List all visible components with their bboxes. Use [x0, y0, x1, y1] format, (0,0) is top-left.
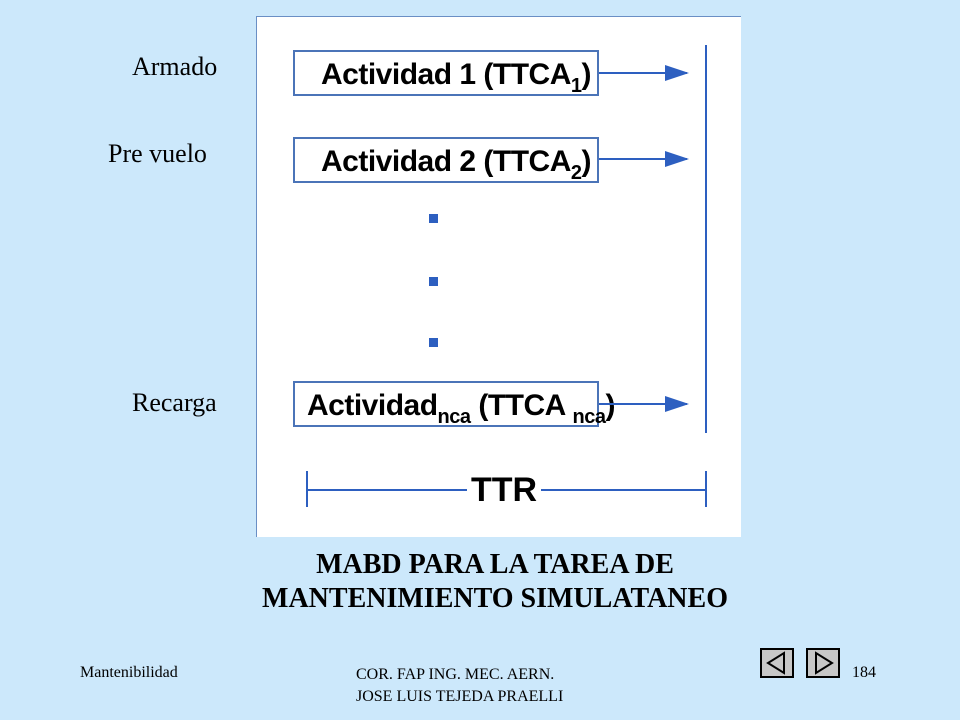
footer-author: COR. FAP ING. MEC. AERN. JOSE LUIS TEJED…: [356, 664, 563, 708]
page-number: 184: [852, 664, 876, 681]
activity-2-close: ): [581, 145, 591, 178]
previous-slide-button[interactable]: [760, 648, 794, 678]
activity-1-box: Actividad 1 (TTCA1): [293, 50, 599, 97]
end-line: [705, 45, 707, 433]
footer-title: Mantenibilidad: [80, 664, 178, 681]
activity-nca-box: Actividadnca (TTCA nca): [293, 381, 615, 428]
ttr-label: TTR: [471, 471, 538, 509]
activity-1-arrow: [599, 65, 689, 81]
ellipsis-dot: [429, 214, 438, 223]
activity-1-text: Actividad 1 (TTCA: [321, 58, 571, 91]
next-slide-button[interactable]: [806, 648, 840, 678]
footer-author-line-2: JOSE LUIS TEJEDA PRAELLI: [356, 688, 564, 705]
activity-2-subscript: 2: [570, 162, 582, 184]
ttr-right-tick: [705, 471, 707, 507]
activity-1-subscript: 1: [570, 75, 582, 97]
caption-line-2: MANTENIMIENTO SIMULATANEO: [262, 583, 728, 614]
activity-nca-subscript: nca: [437, 406, 471, 428]
diagram-panel: Actividad 1 (TTCA1) Actividad 2 (TTCA2) …: [256, 16, 741, 537]
activity-nca-text: Actividad: [307, 389, 438, 422]
ellipsis-dot: [429, 277, 438, 286]
activity-2-arrow: [599, 151, 689, 167]
ttr-right-line: [541, 489, 705, 491]
activity-2-box: Actividad 2 (TTCA2): [293, 137, 599, 184]
triangle-right-icon: [815, 651, 834, 675]
activity-nca-arrow: [599, 396, 689, 412]
activity-2-text: Actividad 2 (TTCA: [321, 145, 571, 178]
activity-nca-ttca-subscript: nca: [572, 406, 606, 428]
footer-author-line-1: COR. FAP ING. MEC. AERN.: [356, 666, 555, 683]
ttr-left-line: [307, 489, 467, 491]
label-recarga: Recarga: [132, 388, 217, 417]
ellipsis-dot: [429, 338, 438, 347]
triangle-left-icon: [766, 651, 785, 675]
activity-nca-ttca: (TTCA: [470, 389, 573, 422]
activity-nca-close: ): [605, 389, 616, 422]
diagram-caption: MABD PARA LA TAREA DE MANTENIMIENTO SIMU…: [200, 548, 790, 616]
label-pre-vuelo: Pre vuelo: [108, 139, 207, 168]
label-armado: Armado: [132, 52, 218, 81]
caption-line-1: MABD PARA LA TAREA DE: [316, 549, 674, 580]
activity-1-close: ): [581, 58, 591, 91]
